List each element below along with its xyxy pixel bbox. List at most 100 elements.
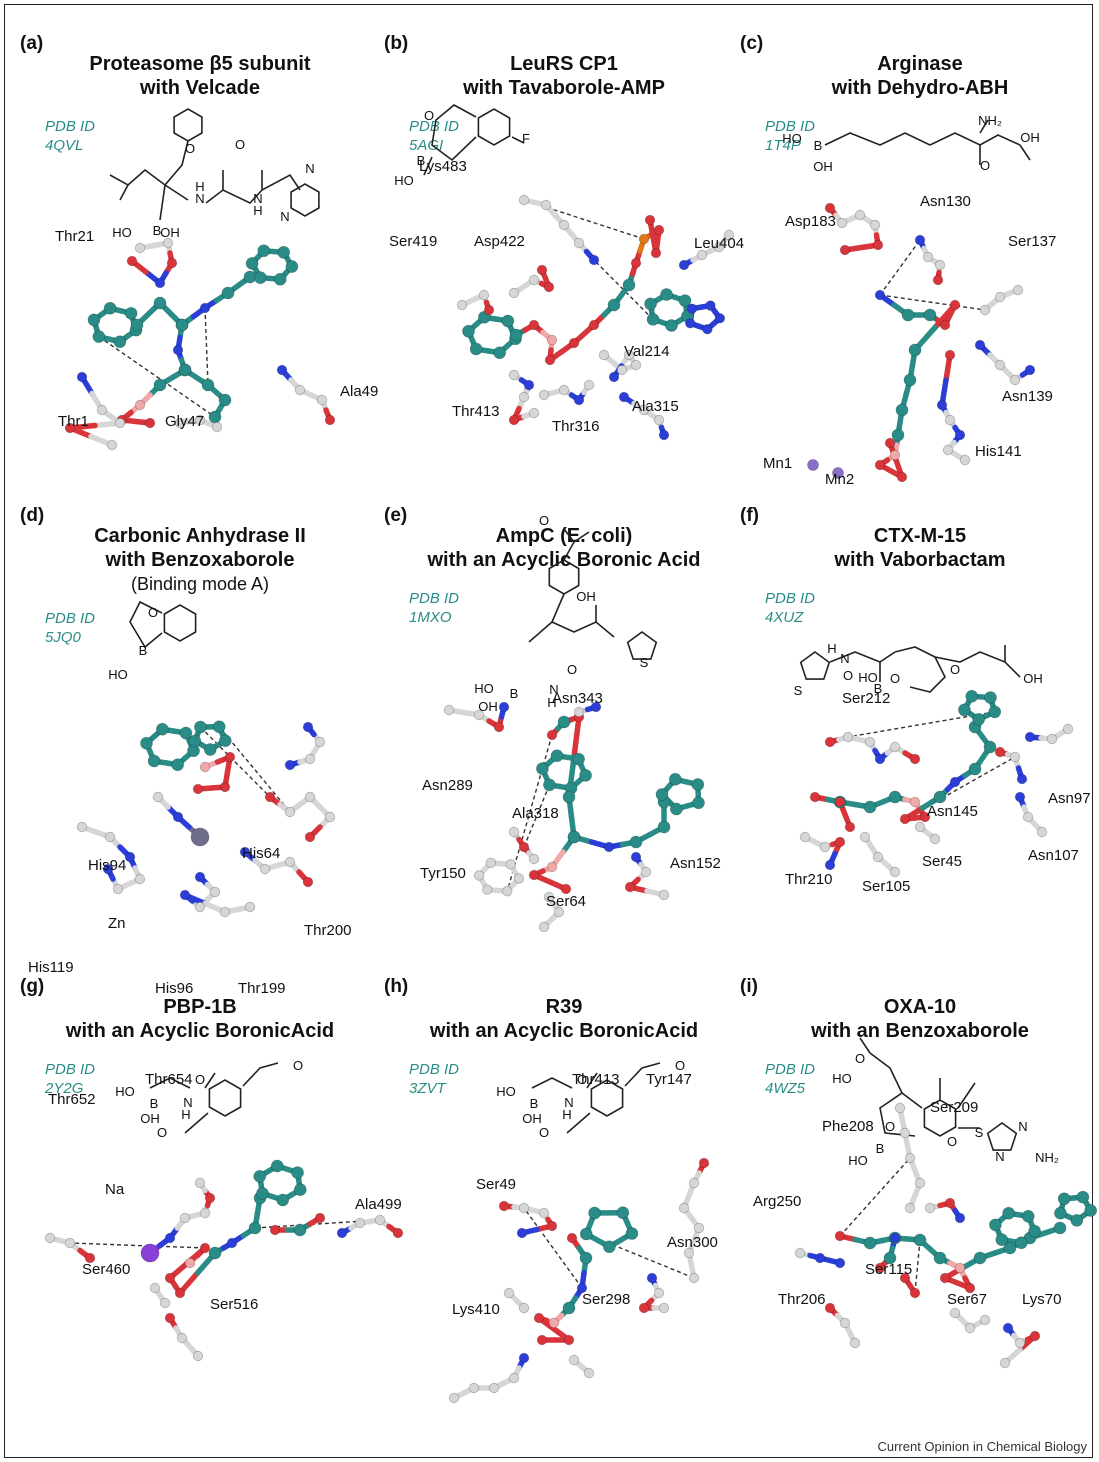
model-atom (192, 1350, 204, 1362)
model-atom (508, 826, 520, 838)
model-atom (560, 883, 572, 895)
model-atom (563, 1334, 575, 1346)
chem-atom-label: OH (160, 225, 180, 240)
bond-line (894, 646, 946, 693)
model-atom (869, 219, 881, 231)
residue-label: Thr21 (55, 228, 95, 245)
model-atom (518, 391, 530, 403)
bond-line (423, 156, 433, 176)
model-atom (179, 1212, 191, 1224)
chem-atom-label: B (150, 1096, 159, 1111)
model-atom (598, 349, 610, 361)
model-atom (276, 364, 288, 376)
model-atom (568, 1354, 580, 1366)
chem-atom-label: NH₂ (1035, 1150, 1059, 1165)
model-atom (579, 1227, 593, 1241)
model-atom (152, 791, 164, 803)
model-atom (1036, 826, 1048, 838)
model-atom (624, 881, 636, 893)
chem-atom-label: H (253, 203, 262, 218)
model-atom (702, 323, 713, 335)
chem-atom-label: O (293, 1058, 303, 1073)
model-atom (799, 831, 811, 843)
model-atom (546, 334, 558, 346)
model-atom (889, 449, 901, 461)
model-atom (1057, 1192, 1071, 1206)
model-atom (944, 1197, 956, 1209)
model-atom (218, 734, 232, 748)
panel-title-line1: AmpC (E. coli) (495, 525, 633, 547)
model-hbond (914, 1239, 921, 1294)
model-atom (954, 429, 966, 441)
panel-title-line2: with Benzoxaborole (105, 549, 295, 571)
residue-label: Ser64 (546, 893, 587, 910)
model-atom (608, 371, 620, 383)
residue-label: Gly47 (165, 413, 205, 430)
panel-title-line2: with an Acyclic BoronicAcid (429, 1020, 699, 1042)
pdb-id-value: 1T4P (765, 137, 801, 154)
model-atom (264, 791, 276, 803)
model-atom (518, 194, 530, 206)
model-atom (653, 414, 665, 426)
model-atom (194, 871, 206, 883)
panel-title-line2: with Vaborbactam (834, 549, 1006, 571)
model-atom (824, 859, 836, 871)
bond-line (551, 621, 615, 638)
residue-label: Asn97 (1048, 790, 1091, 807)
model-atom (983, 740, 997, 754)
model-atom (550, 749, 564, 763)
model-atom (949, 1307, 961, 1319)
model-atom (979, 304, 991, 316)
chem-atom-label: S (975, 1125, 984, 1140)
model-atom (188, 734, 202, 748)
model-atom (909, 796, 921, 808)
model-atom (284, 806, 296, 818)
model-atom (819, 841, 831, 853)
model-atom (134, 242, 146, 254)
model-atom (154, 277, 166, 289)
chem-atom-label: B (876, 1141, 885, 1156)
residue-label: Ala499 (355, 1196, 402, 1213)
model-atom (693, 1222, 705, 1234)
model-atom (653, 224, 665, 236)
ring-line (173, 108, 203, 142)
chem-atom-label: B (510, 686, 519, 701)
model-atom (543, 891, 555, 903)
model-atom (939, 1272, 951, 1284)
model-atom (126, 255, 138, 267)
model-atom (482, 884, 493, 895)
model-atom (884, 437, 896, 449)
residue-label: Val214 (624, 343, 670, 360)
model-atom (644, 214, 656, 226)
model-bond (932, 302, 958, 331)
bond-line (511, 136, 525, 144)
model-atom (543, 281, 555, 293)
pdb-id-label: PDB ID (409, 118, 460, 135)
model-atom (248, 1221, 262, 1235)
model-hbond (218, 726, 291, 813)
ring-line (590, 1079, 624, 1117)
chem-atom-label: OH (478, 699, 498, 714)
model-atom (630, 851, 642, 863)
model-atom (324, 414, 336, 426)
model-atom (284, 856, 296, 868)
model-atom (658, 429, 670, 441)
chem-atom-label: OH (522, 1111, 542, 1126)
bond-line (159, 184, 166, 221)
model-atom (558, 219, 570, 231)
model-atom (573, 394, 585, 406)
model-atom (616, 1206, 630, 1220)
model-bond (571, 714, 582, 760)
model-atom (140, 1243, 160, 1263)
model-atom (668, 772, 682, 786)
model-atom (543, 778, 556, 792)
model-atom (144, 417, 156, 429)
residue-label: Mn1 (763, 455, 793, 472)
panel-letter: (c) (740, 33, 764, 54)
model-atom (933, 790, 947, 804)
